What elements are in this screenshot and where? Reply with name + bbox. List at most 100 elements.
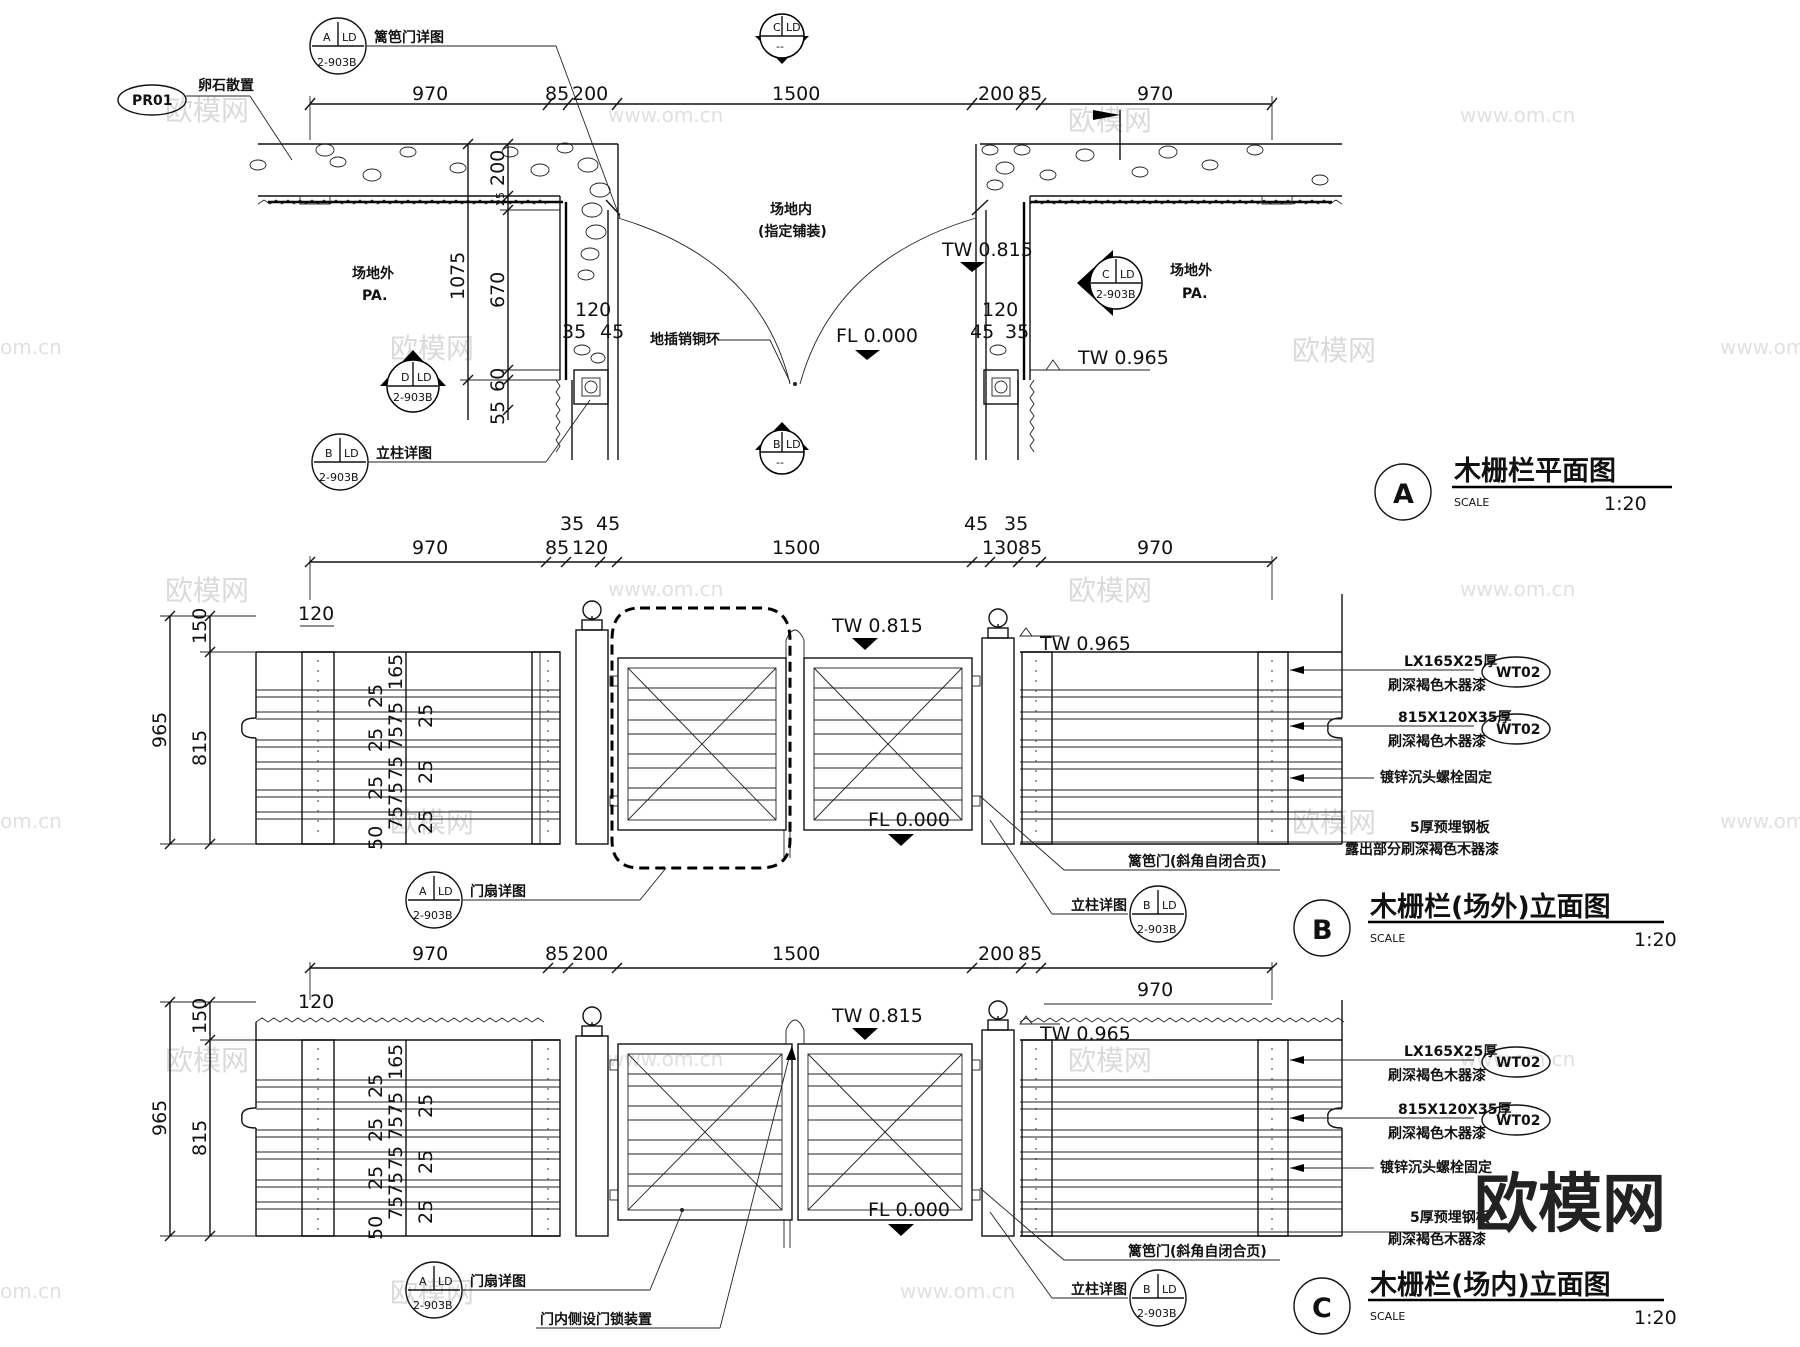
elev-b-dim-25: 25 [365, 776, 387, 800]
sym-ld: LD [438, 885, 453, 898]
plan-level-marker-icon [960, 262, 985, 272]
elev-b-dim-85-right: 85 [1018, 537, 1042, 559]
note-bolt: 镀锌沉头螺栓固定 [1380, 1159, 1492, 1176]
bolt-label: 地插销铜环 [650, 331, 720, 348]
watermark-brand: 欧模网 [390, 806, 474, 839]
elev-b-dim-120-post: 120 [298, 603, 334, 625]
note-plate: 5厚预埋钢板 [1410, 1209, 1491, 1226]
sym-ld: LD [786, 438, 801, 451]
elev-c-dim-85-left: 85 [545, 943, 569, 965]
pebble-label: 卵石散置 [198, 77, 254, 94]
watermark-brand: 欧模网 [1068, 1044, 1152, 1077]
sym-letter: B [1143, 899, 1151, 912]
elev-c-lock-callout: 门内侧设门锁装置 [536, 1045, 796, 1329]
callout-post-detail-plan: B LD 2-903B 立柱详图 [311, 399, 591, 491]
plan-dim-670: 670 [487, 272, 509, 308]
elev-c-dim-25: 25 [365, 1166, 387, 1190]
plan-dim-120-right: 120 [982, 299, 1018, 321]
sym-ld: LD [417, 371, 432, 384]
note-plate2: 露出部分刷深褐色木器漆 [1345, 841, 1499, 858]
plan-dim-35-left: 35 [562, 321, 586, 343]
title-a-scale: 1:20 [1604, 493, 1647, 515]
elev-level-marker-icon [852, 1028, 878, 1040]
pebble-code-bubble [117, 84, 187, 116]
plan-dim-200-left: 200 [572, 83, 608, 105]
note-paint: 刷深褐色木器漆 [1388, 1231, 1486, 1248]
sym-letter: C [1102, 268, 1110, 281]
plan-inside: 场地内 [770, 201, 812, 218]
sym-letter: A [419, 1275, 427, 1288]
title-b-letter: B [1312, 915, 1333, 946]
elev-b-dim-35-right: 35 [1004, 513, 1028, 535]
note-paint: 刷深褐色木器漆 [1388, 677, 1486, 694]
elev-b-dim-25: 25 [365, 684, 387, 708]
plan-left-vertical-dims [460, 138, 560, 420]
elev-c-dim-970-left: 970 [412, 943, 448, 965]
watermark-brand: 欧模网 [1068, 574, 1152, 607]
title-c-scale-label: SCALE [1370, 1310, 1405, 1323]
sym-ref: 2-903B [1137, 1307, 1177, 1320]
elev-c-slat-dims [394, 1040, 418, 1236]
watermark-frag: om.cn [0, 1279, 62, 1303]
watermark-url: www.om.cn [1460, 1047, 1575, 1071]
plan-dim-120-left: 120 [575, 299, 611, 321]
elev-b-dim-25: 25 [415, 760, 437, 784]
elev-c-dim-815: 815 [189, 1120, 211, 1156]
elev-c-dim-ticks [304, 962, 1278, 974]
elev-c-dim-75: 75 [385, 1172, 407, 1196]
title-block-c: C 木栅栏(场内)立面图 SCALE 1:20 [1293, 1269, 1677, 1335]
section-marker-d: D LD 2-903B [380, 350, 446, 413]
elevation-b: 970 85 120 35 45 1500 45 35 130 85 970 9… [149, 513, 1677, 957]
elev-b-dim-45-left: 45 [596, 513, 620, 535]
watermark-url: www.om.cn [1460, 103, 1575, 127]
elev-c-tw965: TW 0.965 [1039, 1023, 1131, 1045]
plan-dim-1075: 1075 [447, 252, 469, 300]
sym-ref: 2-903B [319, 471, 359, 484]
note-leaf: 门扇详图 [470, 1273, 526, 1290]
elev-b-dim-85-left: 85 [545, 537, 569, 559]
sym-dash: -- [776, 40, 784, 53]
plan-dim-45-right: 45 [970, 321, 994, 343]
watermark-url: www.om.cn [1460, 577, 1575, 601]
plan-level-marker-icon [855, 350, 880, 360]
plan-dim-25-v: 25 [494, 192, 507, 206]
elev-c-dim-150: 150 [189, 998, 211, 1034]
wt-code: WT02 [1496, 1055, 1540, 1071]
title-a-scale-label: SCALE [1454, 496, 1489, 509]
plan-dim-970-right: 970 [1137, 83, 1173, 105]
plan-dim-200-v: 200 [487, 150, 509, 186]
elev-level-marker-icon [888, 1224, 914, 1236]
title-a-letter: A [1393, 479, 1414, 510]
wt-code: WT02 [1496, 722, 1540, 738]
plan-outside-right-pa: PA. [1182, 286, 1207, 302]
section-marker-c-right: C LD 2-903B [1077, 250, 1143, 316]
note-bolt: 镀锌沉头螺栓固定 [1380, 769, 1492, 786]
pebble-code: PR01 [132, 93, 173, 109]
elev-b-left-post [575, 600, 609, 845]
elev-b-dim-1500: 1500 [772, 537, 820, 559]
elev-level-marker-icon [888, 834, 914, 846]
sym-ld: LD [342, 31, 357, 44]
elev-b-dim-75: 75 [385, 702, 407, 726]
plan-tw815: TW 0.815 [941, 239, 1033, 261]
sym-ld: LD [344, 447, 359, 460]
sym-ld: LD [438, 1275, 453, 1288]
elev-c-dim-200-right: 200 [978, 943, 1014, 965]
elev-b-fl: FL 0.000 [868, 809, 950, 831]
elev-b-gate-left-leaf [609, 657, 787, 831]
wt-bubble [1481, 713, 1551, 745]
wt-bubble [1481, 656, 1551, 688]
watermark-brand: 欧模网 [165, 574, 249, 607]
note-paint: 刷深褐色木器漆 [1388, 733, 1486, 750]
elev-b-dim-25: 25 [365, 728, 387, 752]
watermark-frag: om.cn [0, 809, 62, 833]
watermark-brand: 欧模网 [390, 1276, 474, 1309]
elev-level-marker-icon [852, 638, 878, 650]
plan-inside-note: (指定铺装) [758, 223, 827, 240]
sym-letter: B [1143, 1283, 1151, 1296]
watermark-url: www.om.cn [608, 103, 723, 127]
sym-letter: D [401, 371, 409, 384]
plan-fl-level: FL 0.000 [836, 325, 918, 347]
note-leaf: 门扇详图 [470, 883, 526, 900]
